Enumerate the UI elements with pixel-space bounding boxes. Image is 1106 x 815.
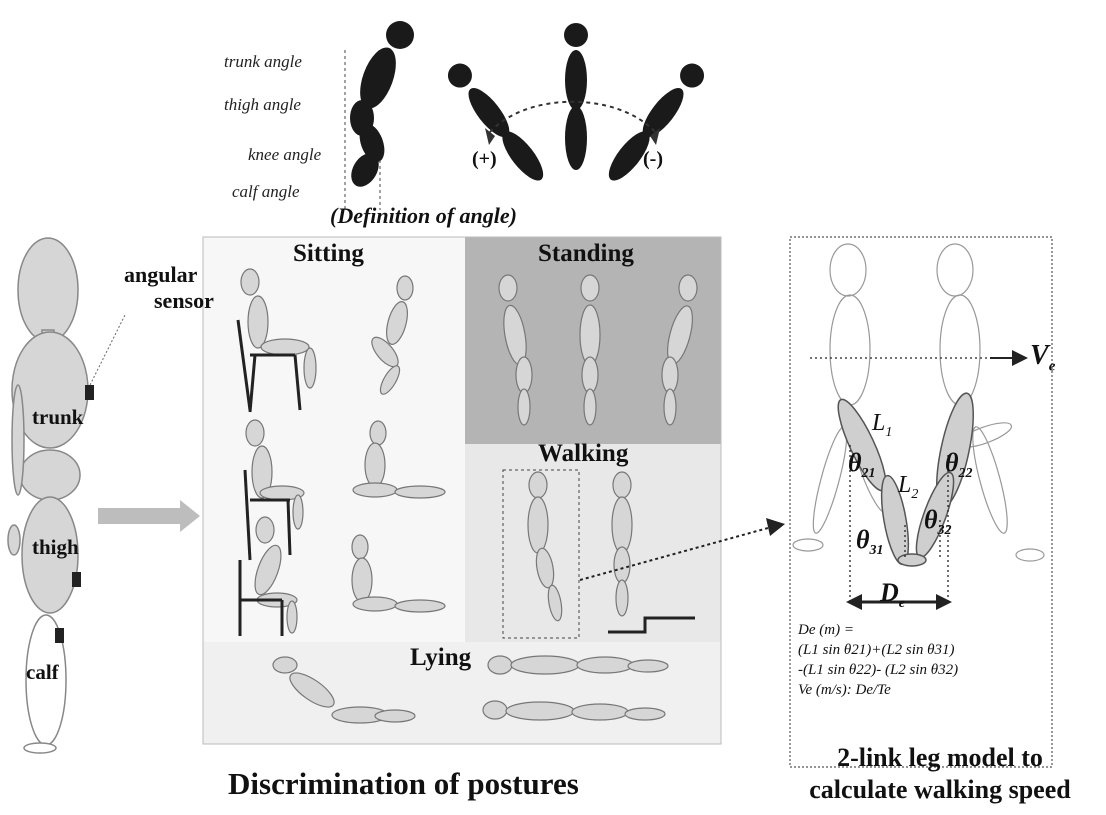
walking-speed-formula: De (m) = (L1 sin θ21)+(L2 sin θ31) -(L1 … [798, 620, 1048, 700]
leg-model-caption: 2-link leg model to calculate walking sp… [780, 742, 1100, 806]
label-theta22: θ22 [945, 448, 973, 482]
angular-sensor-label: angular sensor [124, 262, 214, 314]
sensor-trunk [85, 385, 94, 400]
label-theta31: θ31 [856, 525, 884, 559]
label-trunk: trunk [32, 405, 83, 430]
formula-line-2: (L1 sin θ21)+(L2 sin θ31) [798, 640, 1048, 660]
posture-title-sitting: Sitting [293, 240, 364, 268]
sensor-calf [55, 628, 64, 643]
formula-line-1: De (m) = [798, 620, 1048, 640]
label-calf: calf [26, 660, 59, 685]
label-velocity: Ve [1030, 340, 1055, 376]
angular-sensor-line1: angular [124, 262, 214, 288]
label-thigh-angle: thigh angle [224, 95, 301, 115]
sensor-thigh [72, 572, 81, 587]
angle-definition-caption: (Definition of angle) [330, 203, 517, 229]
leg-model-caption-line1: 2-link leg model to [780, 742, 1100, 774]
sensor-pointer-line [90, 315, 125, 385]
leg-model-caption-line2: calculate walking speed [780, 774, 1100, 806]
angular-sensor-line2: sensor [124, 288, 214, 314]
pointer-arrowhead [766, 518, 785, 536]
posture-title-lying: Lying [410, 644, 471, 672]
label-thigh: thigh [32, 535, 79, 560]
label-L2: L2 [898, 472, 918, 503]
posture-title-walking: Walking [538, 440, 628, 468]
label-trunk-angle: trunk angle [224, 52, 302, 72]
posture-title-standing: Standing [538, 240, 634, 268]
label-knee-angle: knee angle [248, 145, 321, 165]
label-L1: L1 [872, 410, 892, 441]
postures-caption: Discrimination of postures [228, 766, 579, 802]
label-plus: (+) [472, 148, 497, 171]
big-gray-arrow [98, 500, 200, 532]
label-De: De [880, 578, 905, 612]
sitting-panel-bg [203, 237, 465, 642]
formula-line-3: -(L1 sin θ22)- (L2 sin θ32) [798, 660, 1048, 680]
formula-line-4: Ve (m/s): De/Te [798, 680, 1048, 700]
label-calf-angle: calf angle [232, 182, 300, 202]
label-minus: (-) [643, 148, 663, 171]
label-theta32: θ32 [924, 505, 952, 539]
label-theta21: θ21 [848, 448, 876, 482]
